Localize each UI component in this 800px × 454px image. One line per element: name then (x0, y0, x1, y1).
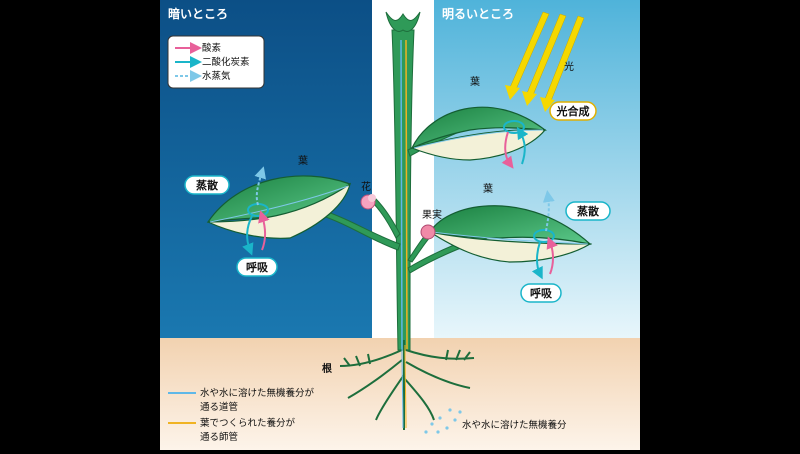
transpiration-badge-right: 蒸散 (565, 201, 611, 221)
sunlight-rays (505, 11, 585, 112)
flower-label: 花 (361, 180, 371, 193)
fruit (420, 224, 436, 240)
light-label: 光 (564, 60, 574, 73)
leaf-label-lower-right: 葉 (483, 182, 493, 195)
soil-area (160, 338, 640, 450)
root-vessels (401, 344, 407, 429)
legend-oxygen: 酸素 (202, 42, 222, 54)
flower (360, 194, 376, 210)
legend-vapor: 水蒸気 (202, 70, 231, 82)
svg-text:蒸散: 蒸散 (196, 178, 219, 192)
gas-exchange-upper-right (501, 120, 529, 169)
transpiration-badge-left: 蒸散 (184, 175, 230, 195)
mineral-dots (424, 408, 462, 434)
dark-side-title: 暗いところ (168, 6, 228, 21)
root-label: 根 (322, 362, 332, 375)
xylem-legend-line1: 水や水に溶けた無機養分が (200, 387, 315, 399)
phloem-legend-line1: 葉でつくられた養分が (200, 417, 296, 429)
leaf-left (206, 175, 351, 239)
gas-exchange-lower-right (531, 190, 558, 280)
leaf-lower-right (429, 205, 593, 263)
roots (339, 339, 475, 430)
svg-text:呼吸: 呼吸 (530, 286, 553, 300)
leaf-label-upper-right: 葉 (470, 75, 480, 88)
gas-exchange-left (242, 166, 270, 256)
photosynthesis-badge: 光合成 (549, 101, 597, 121)
respiration-badge-right: 呼吸 (520, 283, 562, 303)
leaf-upper-right (410, 106, 547, 161)
legend: 酸素 二酸化炭素 水蒸気 (167, 35, 265, 89)
svg-text:呼吸: 呼吸 (246, 260, 269, 274)
legend-co2: 二酸化炭素 (202, 56, 250, 68)
phloem-legend-line2: 通る師管 (200, 431, 238, 443)
respiration-badge-left: 呼吸 (236, 257, 278, 277)
minerals-label: 水や水に溶けた無機養分 (462, 419, 567, 431)
light-area (434, 0, 640, 338)
light-side-title: 明るいところ (442, 7, 514, 21)
leaf-label-left: 葉 (298, 154, 308, 167)
fruit-label: 果実 (422, 208, 442, 221)
svg-text:光合成: 光合成 (556, 104, 590, 118)
svg-text:蒸散: 蒸散 (577, 204, 600, 218)
xylem-legend-line2: 通る道管 (200, 401, 238, 413)
vessel-legend: 水や水に溶けた無機養分が 通る道管 葉でつくられた養分が 通る師管 (168, 387, 315, 443)
